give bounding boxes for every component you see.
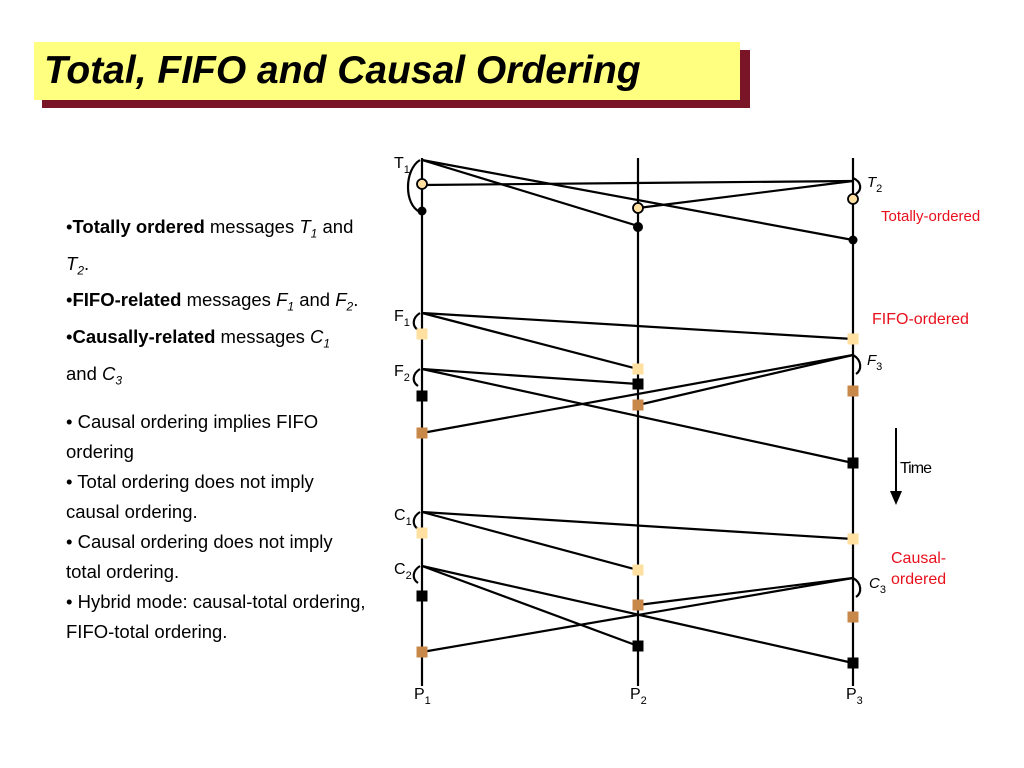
causal-messages — [412, 510, 862, 665]
label-c1: C1 — [394, 507, 412, 528]
f2-recv-p3 — [847, 457, 859, 469]
label-f2: F2 — [394, 363, 410, 384]
f2-to-p2 — [421, 367, 639, 386]
point-causal-implies-fifo: • Causal ordering implies FIFO ordering — [66, 411, 319, 463]
total-receive-markers — [416, 178, 859, 245]
f2-recv-p1 — [416, 390, 428, 402]
label-p2: P2 — [630, 686, 647, 707]
t2-recv-p1 — [416, 178, 428, 190]
f2-to-p3 — [421, 367, 854, 465]
c2-to-p2 — [421, 564, 639, 648]
c1-recv-p3 — [847, 533, 859, 545]
bullet-fifo-related: •FIFO-related messages F1 and F2. — [66, 289, 359, 315]
point-hybrid-mode: • Hybrid mode: causal-total ordering, FI… — [66, 591, 366, 643]
t2-to-p1 — [421, 179, 854, 187]
fifo-receive-markers — [416, 328, 859, 469]
f3-recv-p1 — [416, 427, 428, 439]
t1-to-p3 — [421, 158, 854, 242]
t2-recv-p2 — [632, 202, 644, 214]
c3-recv-p3 — [847, 611, 859, 623]
t1-recv-p3 — [848, 235, 858, 245]
time-label: Time — [900, 460, 932, 477]
label-f1: F1 — [394, 308, 410, 329]
causal-receive-markers — [416, 527, 859, 669]
annotation-causal-ordered-2: ordered — [891, 571, 946, 588]
t2-bracket — [852, 176, 862, 195]
slide-title: Total, FIFO and Causal Ordering — [44, 49, 641, 92]
t1-recv-p1-dot — [417, 206, 427, 216]
label-t1: T1 — [394, 155, 410, 176]
f3-recv-p2 — [632, 399, 644, 411]
label-c3: C3 — [869, 575, 886, 596]
t1-bracket — [407, 159, 421, 214]
total-messages — [407, 158, 862, 242]
t1-recv-p2 — [633, 222, 643, 232]
f1-recv-p3 — [847, 333, 859, 345]
c3-to-p2 — [637, 576, 854, 607]
annotation-totally-ordered: Totally-ordered — [881, 208, 980, 225]
c2-recv-p3 — [847, 657, 859, 669]
c2-bracket — [412, 565, 421, 584]
t2-to-p2 — [637, 179, 854, 210]
f1-recv-p2 — [632, 363, 644, 375]
bullet-totally-ordered: •Totally ordered messages T1 and T2. — [66, 216, 354, 278]
c1-bracket — [412, 511, 421, 530]
f1-to-p2 — [421, 311, 639, 371]
f1-to-p3 — [421, 311, 854, 341]
c2-recv-p2 — [632, 640, 644, 652]
bullet-list: •Totally ordered messages T1 and T2. •FI… — [66, 212, 366, 647]
f3-recv-p3 — [847, 385, 859, 397]
point-causal-not-total: • Causal ordering does not imply total o… — [66, 531, 333, 583]
bullet-causally-related: •Causally-related messages C1 and C3 — [66, 326, 331, 388]
c1-to-p3 — [421, 510, 854, 541]
c1-recv-p1 — [416, 527, 428, 539]
c3-to-p1 — [421, 576, 854, 654]
t1-to-p2 — [421, 158, 639, 228]
f1-recv-p1 — [416, 328, 428, 340]
label-p3: P3 — [846, 686, 863, 707]
f3-bracket — [852, 354, 862, 375]
point-total-not-causal: • Total ordering does not imply causal o… — [66, 471, 314, 523]
c2-recv-p1 — [416, 590, 428, 602]
f2-bracket — [412, 368, 421, 387]
label-p1: P1 — [414, 686, 431, 707]
label-c2: C2 — [394, 561, 412, 582]
title-box: Total, FIFO and Causal Ordering — [34, 42, 740, 100]
c1-recv-p2 — [632, 564, 644, 576]
c1-to-p2 — [421, 510, 639, 572]
f3-to-p2 — [637, 353, 854, 407]
f2-recv-p2 — [632, 378, 644, 390]
c3-recv-p2 — [632, 599, 644, 611]
annotation-causal-ordered-1: Causal- — [891, 550, 946, 567]
c3-recv-p1 — [416, 646, 428, 658]
label-f3: F3 — [867, 352, 882, 373]
c3-bracket — [852, 577, 862, 598]
time-arrow-head — [890, 491, 902, 505]
t2-recv-p3 — [847, 193, 859, 205]
label-t2: T2 — [867, 174, 882, 195]
f1-bracket — [412, 312, 421, 331]
annotation-fifo-ordered: FIFO-ordered — [872, 311, 969, 328]
f3-to-p1 — [421, 353, 854, 435]
fifo-messages — [412, 311, 862, 465]
